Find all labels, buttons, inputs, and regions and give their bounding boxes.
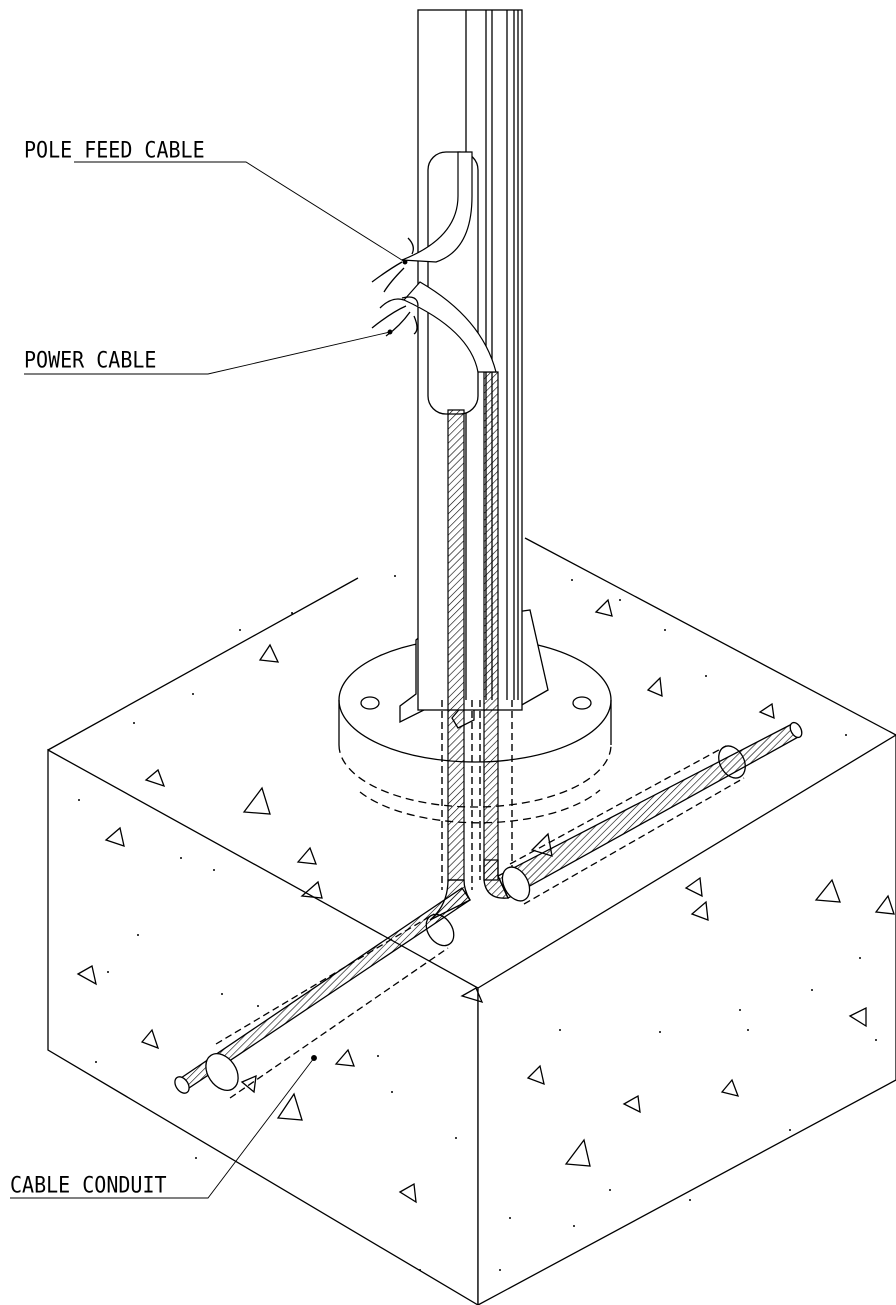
label-cable-conduit: CABLE CONDUIT [10, 1171, 167, 1198]
cable-conductor-tails [371, 237, 419, 337]
label-power-cable: POWER CABLE [24, 346, 157, 373]
vertical-conduit-dashed [441, 700, 513, 890]
concrete-stipple [78, 575, 877, 1271]
lighting-pole-shaft [417, 9, 523, 711]
label-pole-feed-cable: POLE FEED CABLE [24, 136, 205, 163]
leader-lines [10, 161, 408, 1199]
right-cable-conduit [483, 721, 803, 905]
left-cable-conduit [174, 879, 471, 1099]
cable-runs-in-pole [401, 151, 499, 881]
concrete-aggregate-marks [76, 598, 895, 1204]
